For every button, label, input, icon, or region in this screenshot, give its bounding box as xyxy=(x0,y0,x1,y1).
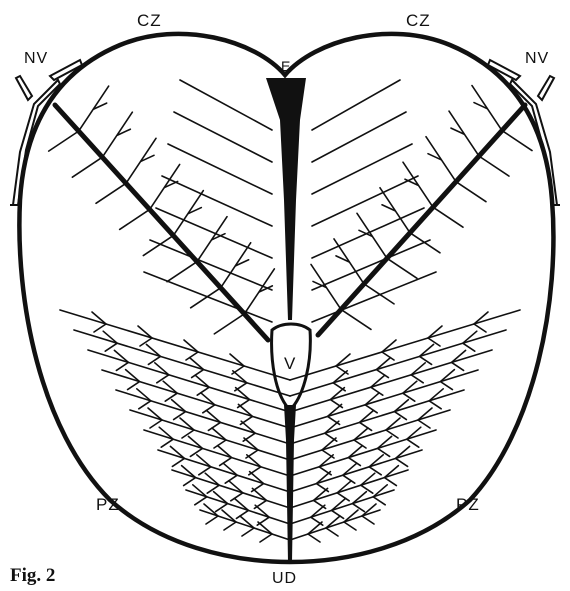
label-urethra-distal: UD xyxy=(272,570,297,588)
label-peripheral-zone-right: PZ xyxy=(456,495,480,515)
label-central-zone-right: CZ xyxy=(406,11,431,31)
label-ejaculatory-duct: E xyxy=(281,58,291,74)
label-central-zone-left: CZ xyxy=(137,11,162,31)
label-nerve-vessel-left: NV xyxy=(24,50,48,68)
figure-caption: Fig. 2 xyxy=(10,565,55,587)
label-peripheral-zone-left: PZ xyxy=(96,495,120,515)
label-verumontanum: V xyxy=(284,354,296,374)
label-nerve-vessel-right: NV xyxy=(525,50,549,68)
